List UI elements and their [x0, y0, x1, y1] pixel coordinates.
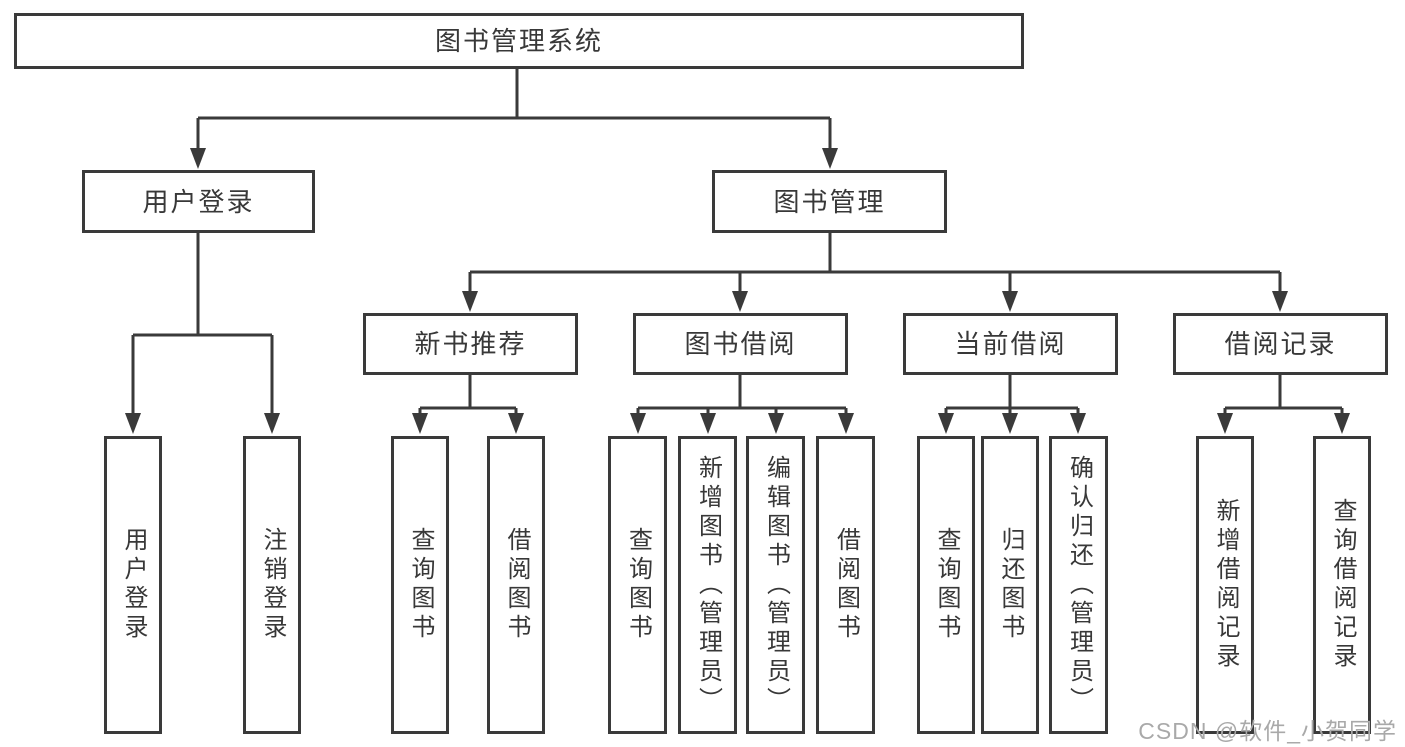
leaf-user-login: 用户登录: [104, 436, 162, 734]
leaf-borrow-borrow-books: 借阅图书: [816, 436, 875, 734]
leaf-records-query-record: 查询借阅记录: [1313, 436, 1371, 734]
leaf-current-query-books: 查询图书: [917, 436, 975, 734]
node-root-system: 图书管理系统: [14, 13, 1024, 69]
node-book-management: 图书管理: [712, 170, 947, 233]
leaf-label: 查询图书: [624, 527, 652, 643]
leaf-current-confirm-return-admin: 确认归还（管理员）: [1049, 436, 1108, 734]
csdn-watermark: CSDN @软件_小贺同学: [1138, 718, 1397, 744]
leaf-label: 编辑图书（管理员）: [762, 454, 790, 716]
leaf-label: 注销登录: [259, 527, 286, 643]
leaf-label: 新增图书（管理员）: [694, 454, 722, 716]
leaf-logout-login: 注销登录: [243, 436, 301, 734]
leaf-borrow-edit-books-admin: 编辑图书（管理员）: [746, 436, 805, 734]
leaf-recommend-borrow-books: 借阅图书: [487, 436, 545, 734]
leaf-label: 借阅图书: [832, 527, 860, 643]
leaf-current-return-books: 归还图书: [981, 436, 1039, 734]
leaf-label: 归还图书: [997, 527, 1024, 643]
leaf-label: 查询借阅记录: [1329, 498, 1356, 672]
node-user-login: 用户登录: [82, 170, 315, 233]
leaf-borrow-add-books-admin: 新增图书（管理员）: [678, 436, 737, 734]
leaf-label: 借阅图书: [503, 527, 530, 643]
leaf-label: 确认归还（管理员）: [1065, 454, 1093, 716]
leaf-recommend-query-books: 查询图书: [391, 436, 449, 734]
node-borrow-records: 借阅记录: [1173, 313, 1388, 375]
node-new-book-recommend: 新书推荐: [363, 313, 578, 375]
node-book-borrow: 图书借阅: [633, 313, 848, 375]
leaf-label: 查询图书: [933, 527, 960, 643]
tree-edges: [131, 69, 1344, 415]
leaf-records-add-record: 新增借阅记录: [1196, 436, 1254, 734]
leaf-label: 新增借阅记录: [1212, 498, 1239, 672]
arrowhead-icons: [125, 148, 1350, 434]
leaf-label: 用户登录: [120, 527, 147, 643]
leaf-label: 查询图书: [407, 527, 434, 643]
node-current-borrow: 当前借阅: [903, 313, 1118, 375]
leaf-borrow-query-books: 查询图书: [608, 436, 667, 734]
